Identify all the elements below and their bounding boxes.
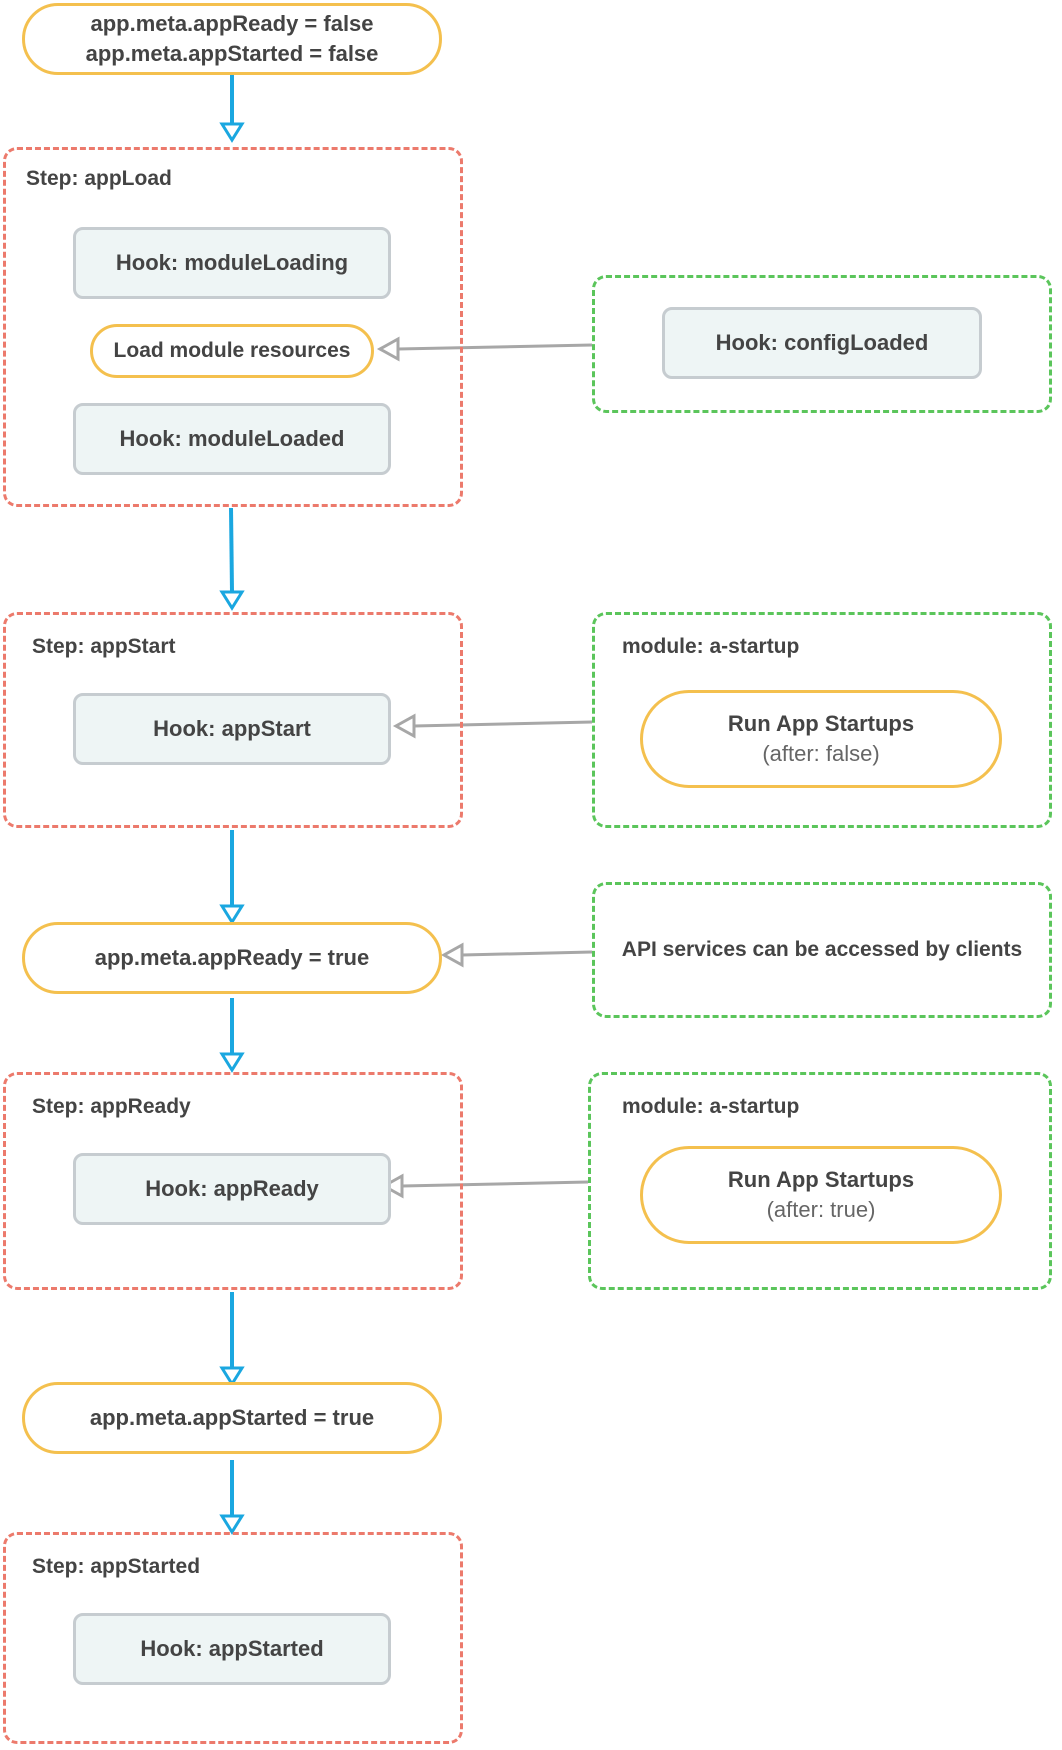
flow-arrow-head-2 [219,590,245,611]
module-a-startup-2 [588,1072,1052,1290]
hook-appready: Hook: appReady [73,1153,391,1225]
hook-moduleloading: Hook: moduleLoading [73,227,391,299]
link-arrow-head-1 [376,336,400,362]
module-a-startup-1-title: module: a-startup [622,635,800,658]
hook-appstarted: Hook: appStarted [73,1613,391,1685]
module-configloaded-box [592,275,1052,413]
run-app-startups-2-action: Run App Startups [727,1167,915,1192]
hook-appstart: Hook: appStart [73,693,391,765]
api-note-box [592,882,1052,1018]
run-app-startups-2: Run App Startups (after: true) [640,1146,1002,1244]
load-module-resources: Load module resources [90,324,374,378]
module-a-startup-2-title: module: a-startup [622,1095,800,1118]
flow-arrow-head-6 [219,1514,245,1535]
flow-arrow-appload-to-appstart [229,507,234,593]
hook-configloaded: Hook: configLoaded [662,307,982,379]
flow-arrow-head-1 [219,122,245,143]
link-arrows [376,336,593,1199]
step-appstart [3,612,463,828]
flow-arrow-head-5 [219,1366,245,1387]
link-arrow-head-4 [380,1173,404,1199]
link-arrow-head-2 [392,713,416,739]
step-appload [3,147,463,507]
run-app-startups-1-action: Run App Startups [727,711,915,736]
flow-arrow-head-3 [219,904,245,925]
step-appstarted [3,1532,463,1744]
run-app-startups-1-param: (after: false) [762,741,880,766]
hook-moduleloaded: Hook: moduleLoaded [73,403,391,475]
link-arrow-startup-2 [401,1180,589,1188]
step-appstart-label: Step: appStart [32,635,176,658]
link-arrow-configloaded [397,343,593,351]
step-appload-label: Step: appLoad [26,167,172,190]
state-initial-line1: app.meta.appReady = false [90,11,374,36]
run-app-startups-2-param: (after: true) [766,1197,876,1222]
state-initial: app.meta.appReady = false app.meta.appSt… [22,3,442,75]
state-appstarted-true: app.meta.appStarted = true [22,1382,442,1454]
module-a-startup-1 [592,612,1052,828]
state-appready-true: app.meta.appReady = true [22,922,442,994]
link-arrow-api-note [461,950,593,957]
link-arrow-head-3 [440,942,464,968]
flow-arrows [219,74,245,1535]
step-appready [3,1072,463,1290]
link-arrow-startup-1 [413,720,593,728]
run-app-startups-1: Run App Startups (after: false) [640,690,1002,788]
state-initial-line2: app.meta.appStarted = false [85,41,379,66]
api-note-text: API services can be accessed by clients [621,938,1023,961]
step-appready-label: Step: appReady [32,1095,191,1118]
flow-arrow-head-4 [219,1052,245,1073]
step-appstarted-label: Step: appStarted [32,1555,201,1578]
